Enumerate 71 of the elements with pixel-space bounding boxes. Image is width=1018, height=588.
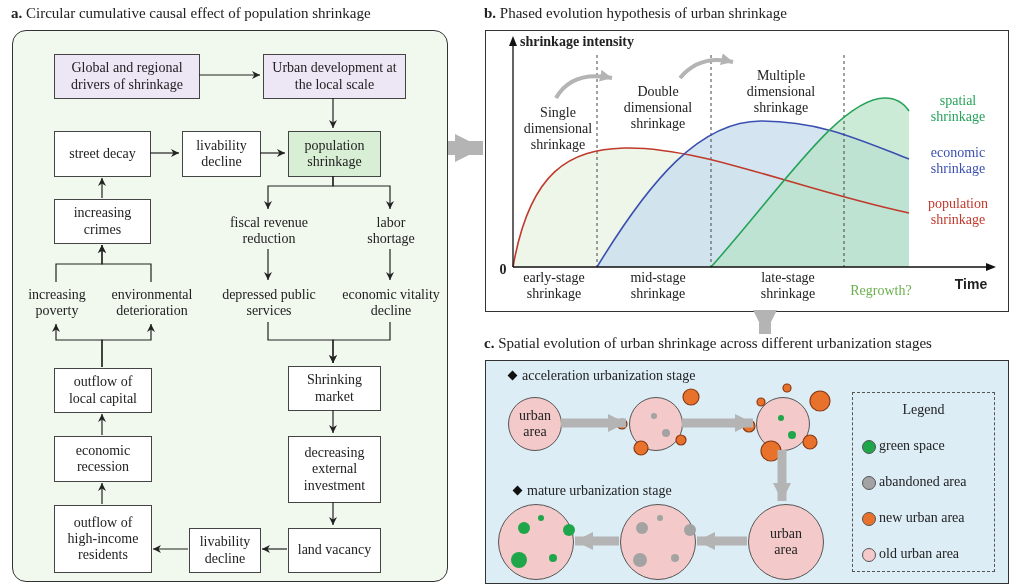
- legend-label: abandoned area: [879, 474, 967, 491]
- arrow: [261, 545, 288, 553]
- arrow: [682, 414, 753, 432]
- legend-label: green space: [879, 438, 945, 455]
- process-box: Shrinking market: [288, 366, 381, 411]
- arrow: [386, 248, 394, 281]
- arrow: [98, 482, 106, 505]
- arrow: [561, 414, 626, 432]
- factor-text: depressed public services: [211, 283, 327, 323]
- label-text: acceleration urbanization stage: [522, 368, 697, 385]
- urban-area-circle: [629, 397, 683, 451]
- curved-arrow: [678, 53, 734, 80]
- panel-heading: c. Spatial evolution of urban shrinkage across different urbanization stages: [484, 335, 932, 353]
- factor-text: fiscal revenue reduction: [214, 212, 324, 250]
- arrow: [697, 532, 747, 550]
- label-text: Regrowth?: [849, 283, 913, 300]
- factor-text: environmental deterioration: [99, 283, 205, 323]
- process-box: livability decline: [182, 131, 261, 177]
- label-text: Time: [953, 276, 989, 293]
- urban-area-circle: urban area: [748, 504, 824, 580]
- label-text: shrinkage intensity: [520, 34, 635, 51]
- label-text: spatial shrinkage: [929, 93, 987, 126]
- highlighted-process-box: population shrinkage: [288, 131, 381, 177]
- label-text: economic shrinkage: [929, 145, 987, 178]
- label-text: mature urbanization stage: [527, 483, 673, 500]
- process-box: land vacancy: [288, 528, 381, 573]
- process-box: outflow of high-income residents: [54, 505, 152, 573]
- arrow: [98, 413, 106, 436]
- urban-area-circle: urban area: [508, 397, 562, 451]
- label-text: late-stage shrinkage: [759, 270, 817, 303]
- factor-text: increasing poverty: [15, 283, 99, 323]
- label-text: Legend: [901, 402, 946, 419]
- label-text: population shrinkage: [927, 196, 989, 229]
- arrow: [329, 97, 337, 129]
- process-box: street decay: [54, 131, 151, 177]
- factor-text: Double dimensional shrinkage: [613, 79, 703, 137]
- arrow: [329, 501, 337, 526]
- arrow: [332, 175, 394, 210]
- driver-box: Urban development at the local scale: [263, 54, 406, 99]
- factor-text: labor shortage: [353, 212, 429, 250]
- panel-heading: a. Circular cumulative causal effect of population shrinkage: [11, 5, 371, 23]
- label-text: early-stage shrinkage: [522, 270, 586, 303]
- arrow: [198, 71, 261, 79]
- arrow: [264, 248, 272, 281]
- process-box: livability decline: [189, 528, 261, 573]
- arrow: [101, 323, 155, 368]
- arrow: [152, 545, 189, 553]
- arrow: [98, 177, 106, 199]
- arrow: [149, 149, 180, 157]
- legend-label: old urban area: [879, 546, 960, 563]
- process-box: increasing crimes: [54, 199, 151, 244]
- driver-box: Global and regional drivers of shrinkage: [54, 54, 200, 99]
- arrow: [259, 149, 286, 157]
- curved-arrow: [554, 70, 613, 100]
- legend-label: new urban area: [879, 510, 965, 527]
- process-box: decreasing external investment: [288, 436, 381, 503]
- arrow: [98, 244, 152, 283]
- factor-text: economic vitality decline: [331, 283, 451, 323]
- factor-text: Multiple dimensional shrinkage: [734, 63, 828, 121]
- block-arrow: [448, 134, 483, 162]
- panel-heading: b. Phased evolution hypothesis of urban shrinkage: [484, 5, 787, 23]
- arrow: [575, 532, 619, 550]
- chevron-arrow: [773, 450, 791, 501]
- arrow: [329, 409, 337, 434]
- block-arrow: [753, 310, 777, 334]
- label-text: mid-stage shrinkage: [629, 270, 687, 303]
- process-box: outflow of local capital: [54, 368, 152, 413]
- process-box: economic recession: [54, 436, 152, 482]
- factor-text: Single dimensional shrinkage: [514, 99, 602, 159]
- arrow: [329, 321, 391, 364]
- label-text: 0: [498, 262, 508, 279]
